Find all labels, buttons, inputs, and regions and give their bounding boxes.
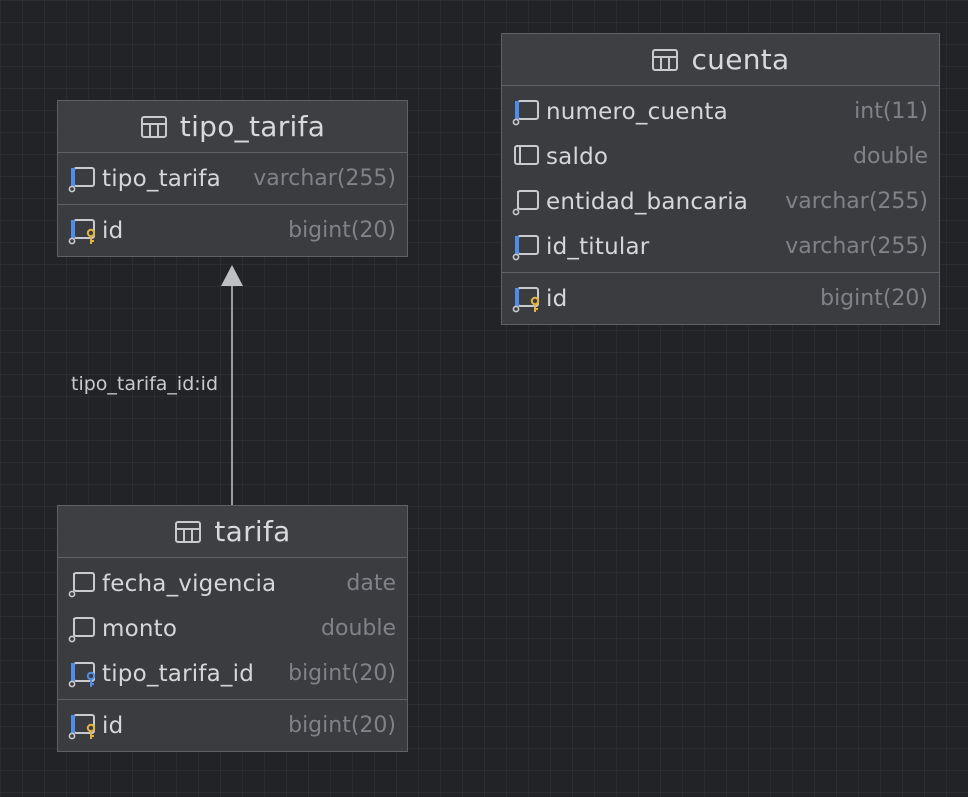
column-nullable-icon	[68, 571, 95, 597]
primary-key-row[interactable]: id bigint(20)	[58, 208, 407, 253]
column-row[interactable]: numero_cuenta int(11)	[502, 89, 939, 134]
column-type: double	[853, 144, 928, 169]
column-nullable-icon	[68, 616, 95, 642]
table-tarifa[interactable]: tarifa fecha_vigencia date monto double	[57, 505, 408, 752]
primary-key-row[interactable]: id bigint(20)	[58, 703, 407, 748]
column-type: bigint(20)	[820, 286, 928, 311]
column-row[interactable]: entidad_bancaria varchar(255)	[502, 179, 939, 224]
column-name: numero_cuenta	[546, 98, 728, 125]
column-row[interactable]: saldo double	[502, 134, 939, 179]
primary-key-icon	[68, 218, 96, 244]
column-type: varchar(255)	[253, 166, 396, 191]
column-name: id	[102, 712, 124, 739]
column-row[interactable]: id_titular varchar(255)	[502, 224, 939, 269]
column-notnull-icon	[512, 234, 539, 260]
foreign-key-icon	[68, 661, 96, 687]
table-header: tarifa	[58, 506, 407, 558]
column-name: saldo	[546, 143, 609, 170]
column-notnull-icon	[512, 99, 539, 125]
column-type: date	[346, 571, 396, 596]
column-type: double	[321, 616, 396, 641]
table-header: cuenta	[502, 34, 939, 86]
table-title: tipo_tarifa	[179, 110, 326, 143]
column-nullable-icon	[512, 189, 539, 215]
column-type: bigint(20)	[288, 661, 396, 686]
column-row[interactable]: tipo_tarifa_id bigint(20)	[58, 651, 407, 696]
column-type: bigint(20)	[288, 218, 396, 243]
column-type: bigint(20)	[288, 713, 396, 738]
column-name: id	[102, 217, 124, 244]
column-row[interactable]: tipo_tarifa varchar(255)	[58, 156, 407, 201]
table-title: cuenta	[691, 43, 790, 76]
column-type: int(11)	[854, 99, 928, 124]
primary-key-row[interactable]: id bigint(20)	[502, 276, 939, 321]
table-title: tarifa	[214, 515, 291, 548]
primary-key-icon	[512, 286, 540, 312]
relation-label: tipo_tarifa_id:id	[71, 373, 219, 395]
table-icon	[652, 48, 679, 71]
column-notnull-icon	[68, 166, 95, 192]
table-header: tipo_tarifa	[58, 101, 407, 153]
table-icon	[175, 520, 202, 543]
column-name: id	[546, 285, 568, 312]
column-name: entidad_bancaria	[546, 188, 749, 215]
column-type: varchar(255)	[785, 234, 928, 259]
column-name: id_titular	[546, 233, 650, 260]
column-row[interactable]: fecha_vigencia date	[58, 561, 407, 606]
arrowhead-icon	[221, 265, 243, 286]
column-name: tipo_tarifa	[102, 165, 221, 192]
column-name: tipo_tarifa_id	[102, 660, 255, 687]
column-row[interactable]: monto double	[58, 606, 407, 651]
table-tipo-tarifa[interactable]: tipo_tarifa tipo_tarifa varchar(255) id	[57, 100, 408, 257]
table-cuenta[interactable]: cuenta numero_cuenta int(11) saldo doubl…	[501, 33, 940, 325]
column-name: monto	[102, 615, 178, 642]
column-name: fecha_vigencia	[102, 570, 277, 597]
primary-key-icon	[68, 713, 96, 739]
column-type: varchar(255)	[785, 189, 928, 214]
column-icon	[514, 144, 539, 165]
table-icon	[140, 115, 167, 138]
